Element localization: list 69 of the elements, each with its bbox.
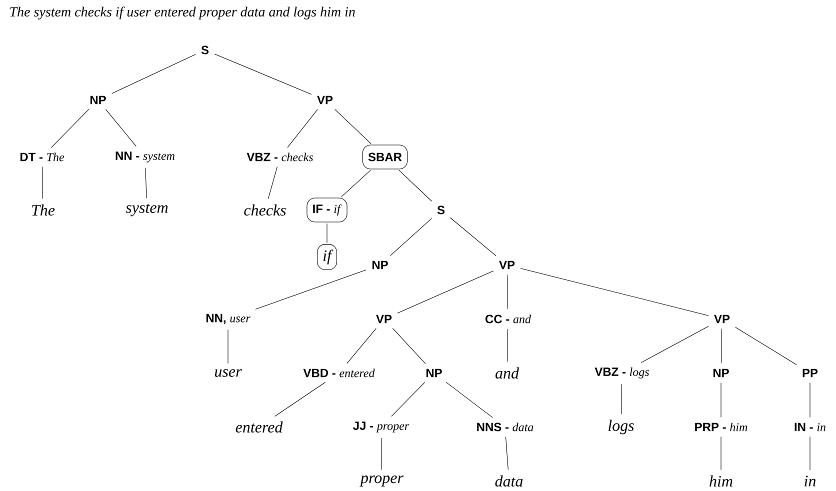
- phrase-label: VP: [317, 96, 333, 104]
- tree-branch: [255, 270, 366, 310]
- tree-branch: [391, 382, 426, 417]
- tree-branch: [720, 328, 722, 364]
- tree-branch: [268, 166, 278, 200]
- phrase-label: NP: [90, 96, 106, 104]
- tree-branch: [51, 109, 90, 148]
- word-label: entered: [236, 421, 283, 433]
- tree-branch: [274, 382, 326, 417]
- phrase-label: S: [201, 46, 209, 54]
- phrase-label: NP: [713, 368, 729, 378]
- tree-branch: [287, 109, 318, 148]
- tree-branch: [450, 217, 496, 256]
- tree-branch: [506, 328, 508, 362]
- rounded-box: if: [316, 244, 338, 270]
- word-label: in: [804, 476, 816, 486]
- tree-branch: [392, 328, 426, 364]
- phrase-label: S: [437, 206, 445, 214]
- tag-label: IN - in: [794, 422, 826, 432]
- tree-branch: [326, 223, 328, 243]
- tree-branch: [380, 438, 382, 470]
- word-label: system: [126, 204, 168, 216]
- tree-branch: [145, 168, 147, 198]
- rounded-box: IF - if: [306, 198, 348, 222]
- tree-branch: [106, 109, 136, 147]
- tree-branch: [520, 268, 709, 316]
- rounded-box: SBAR: [362, 144, 408, 170]
- tag-label: VBZ - checks: [246, 152, 313, 162]
- tree-branch: [720, 382, 722, 418]
- tag-label: NN, user: [206, 314, 250, 324]
- tag-label: CC - and: [486, 314, 531, 324]
- tree-branch: [397, 270, 494, 314]
- tree-branch: [505, 436, 508, 470]
- word-label: and: [495, 367, 520, 379]
- tree-branch: [214, 54, 312, 95]
- tree-branch: [42, 166, 44, 200]
- word-label: data: [495, 475, 523, 487]
- tree-branch: [390, 218, 432, 256]
- tree-branch: [620, 384, 622, 414]
- title: The system checks if user entered proper data and logs him in: [10, 6, 355, 20]
- tree-branch: [446, 382, 494, 418]
- phrase-label: PP: [802, 368, 818, 378]
- tag-label: NNS - data: [477, 422, 534, 432]
- tree-branch: [735, 326, 797, 366]
- word-label: checks: [244, 204, 286, 216]
- tree-branch: [720, 436, 722, 470]
- word-label: logs: [608, 420, 634, 434]
- tag-label: VBZ - logs: [594, 368, 649, 378]
- tree-branch: [640, 326, 709, 363]
- tag-label: VBD - entered: [303, 368, 375, 378]
- word-label: user: [215, 369, 242, 377]
- tag-label: JJ - proper: [353, 422, 410, 432]
- tree-branch: [346, 328, 376, 364]
- word-label: him: [710, 475, 732, 487]
- phrase-label: VP: [376, 314, 392, 324]
- phrase-label: VP: [714, 314, 730, 324]
- tree-branch: [341, 170, 371, 198]
- phrase-label: VP: [499, 260, 515, 270]
- phrase-label: NP: [372, 260, 388, 270]
- tag-label: PRP - him: [695, 422, 748, 432]
- tag-label: DT - The: [20, 152, 64, 162]
- tag-label: NN - system: [116, 152, 174, 162]
- tree-branch: [398, 170, 432, 202]
- tree-branch: [112, 54, 196, 94]
- phrase-label: NP: [426, 368, 442, 378]
- word-label: proper: [360, 476, 404, 486]
- tree-branch: [334, 109, 372, 144]
- tree-branch: [506, 274, 508, 310]
- word-label: The: [32, 204, 55, 216]
